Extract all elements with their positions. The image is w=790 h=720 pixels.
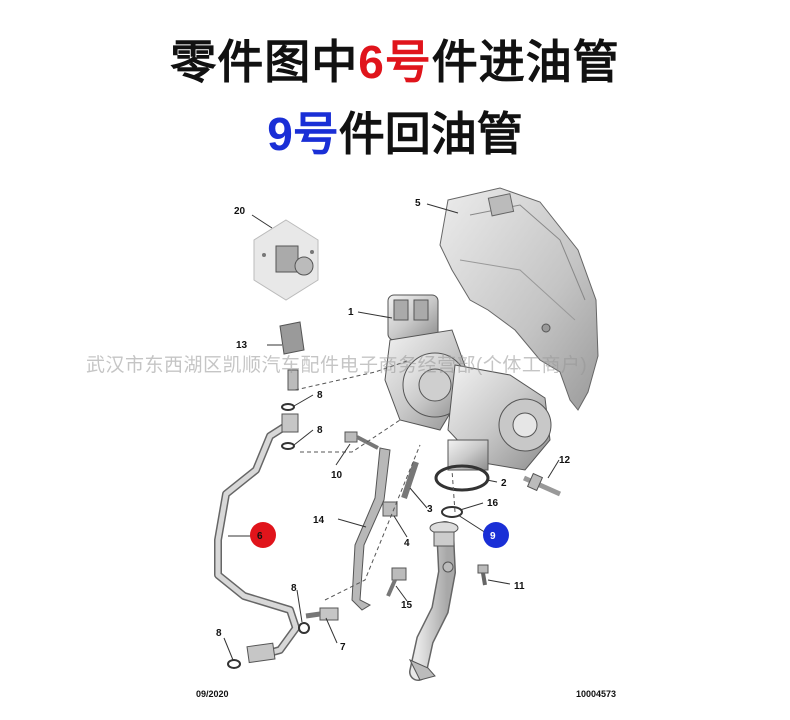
washer-8c [298, 622, 310, 634]
callout-20: 20 [234, 206, 246, 217]
banjo-fitting-part [305, 607, 339, 621]
title-suffix-2: 件回油管 [338, 108, 523, 160]
callout-12: 12 [559, 455, 571, 466]
callout-15: 15 [401, 600, 413, 611]
callout-16: 16 [487, 498, 499, 509]
oil-return-pipe-part [408, 506, 463, 681]
bolt-part-10 [344, 431, 379, 450]
callout-2: 2 [501, 478, 507, 489]
washer-8a [281, 403, 295, 411]
callout-3: 3 [427, 504, 433, 515]
callout-9: 9 [490, 531, 496, 542]
part-6-marker [250, 522, 276, 548]
oil-feed-pipe-part [214, 413, 300, 664]
washer-8b [281, 442, 295, 450]
bolt-part-11 [477, 564, 489, 586]
heat-shield-part [439, 187, 599, 411]
turbocharger-part [384, 294, 552, 471]
callout-14: 14 [313, 515, 325, 526]
callout-4: 4 [404, 538, 410, 549]
callout-11: 11 [514, 581, 525, 592]
callout-13: 13 [236, 340, 248, 351]
callout-10: 10 [331, 470, 343, 481]
gasket-ring [434, 464, 490, 492]
pressure-sensor-inset [253, 219, 319, 301]
callout-7: 7 [340, 642, 346, 653]
title-line-2: 9号件回油管 [0, 98, 790, 164]
footer-reference: 10004573 [576, 689, 617, 699]
stud-part-3 [401, 461, 419, 499]
stud-bolt-part [522, 472, 562, 497]
bracket-part-13 [279, 321, 305, 391]
title-line-1: 零件图中6号件进油管 [0, 26, 790, 92]
bolt-part-15 [386, 567, 407, 597]
washer-8d [227, 659, 241, 669]
callout-8c: 8 [291, 583, 297, 594]
footer-date: 09/2020 [196, 689, 229, 699]
callout-5: 5 [415, 198, 421, 209]
assembly-guide-lines [294, 359, 456, 601]
title-suffix: 件进油管 [431, 36, 620, 88]
callout-1: 1 [348, 307, 354, 318]
callout-8d: 8 [216, 628, 222, 639]
title-prefix: 零件图中 [170, 36, 359, 88]
leader-lines [223, 203, 560, 661]
part-9-marker [483, 522, 509, 548]
support-bracket-part [351, 447, 391, 611]
title-highlight-part-9: 9号 [267, 108, 339, 160]
title-highlight-part-6: 6号 [358, 36, 432, 88]
callout-8a: 8 [317, 390, 323, 401]
watermark-text: 武汉市东西湖区凯顺汽车配件电子商务经营部(个体工商户) [86, 355, 588, 376]
callout-6: 6 [257, 531, 263, 542]
nut-part-4 [382, 501, 398, 517]
callout-8b: 8 [317, 425, 323, 436]
